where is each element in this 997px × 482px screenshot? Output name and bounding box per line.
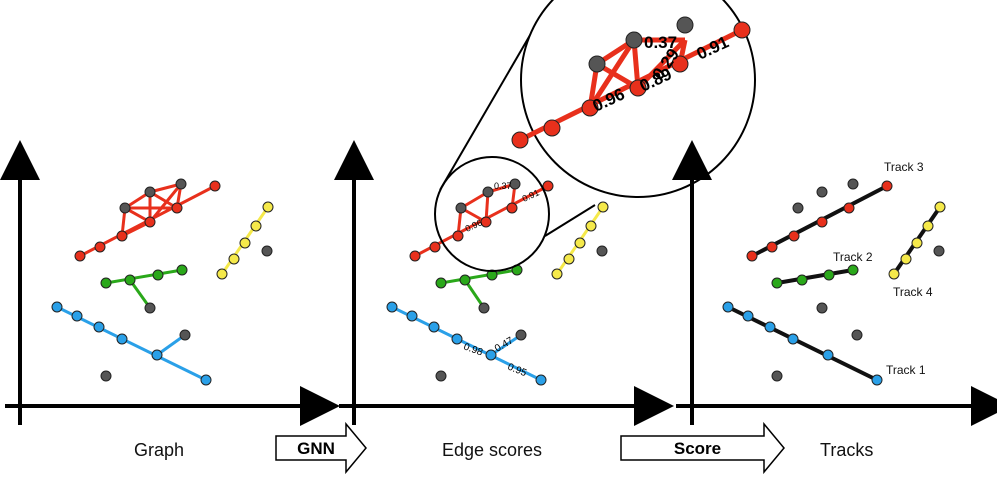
nodes-gray	[435, 178, 608, 382]
zoom-connector	[544, 204, 596, 237]
panel-edge-scores: 0.98 0.47 0.95 0.37 0.96 0.91	[334, 0, 756, 426]
panel-graph	[0, 140, 340, 426]
track-label: Track 2	[833, 250, 873, 264]
score-label-large: 0.37	[644, 33, 677, 52]
nodes-blue	[722, 301, 883, 386]
zoom-connector	[439, 17, 541, 191]
nodes-blue	[51, 301, 212, 386]
green-edges	[105, 268, 183, 309]
score-label: 0.37	[494, 181, 512, 191]
gnn-step-label-box: GNN	[276, 424, 366, 472]
track-label: Track 1	[886, 363, 926, 377]
score-label: 0.98	[462, 341, 484, 358]
zoom-magnified: 0.37 0.29 0.89 0.96 0.91	[511, 0, 756, 198]
zoom-source-circle	[434, 156, 550, 272]
nodes-red	[746, 180, 893, 262]
score-label: 0.47	[493, 335, 516, 354]
score-label: 0.95	[506, 362, 529, 380]
blue-edges	[391, 305, 542, 382]
nodes-green	[435, 264, 523, 289]
score-step-arrow	[620, 421, 785, 475]
nodes-green	[771, 264, 859, 289]
nodes-yellow	[216, 201, 274, 280]
caption-tracks: Tracks	[820, 440, 874, 460]
nodes-green	[100, 264, 188, 289]
score-step-label-box: Score	[621, 424, 784, 472]
nodes-yellow	[551, 201, 609, 280]
track-lines	[727, 184, 942, 382]
caption-edge-scores: Edge scores	[442, 440, 543, 460]
nodes-yellow	[888, 201, 946, 280]
track-label: Track 3	[884, 160, 924, 174]
nodes-red	[409, 180, 554, 262]
nodes-gray	[771, 178, 945, 382]
green-edges	[440, 268, 518, 309]
nodes-blue	[386, 301, 547, 386]
nodes-red	[74, 180, 221, 262]
nodes-gray	[100, 178, 273, 382]
panel-tracks: Track 1 Track 2 Track 3 Track 4	[672, 140, 997, 426]
score-step-label: Score	[673, 439, 722, 458]
track-label: Track 4	[893, 285, 933, 299]
gnn-step-arrow	[275, 421, 367, 475]
blue-edges	[56, 305, 207, 382]
caption-graph: Graph	[134, 440, 185, 460]
gnn-step-label: GNN	[297, 439, 335, 458]
